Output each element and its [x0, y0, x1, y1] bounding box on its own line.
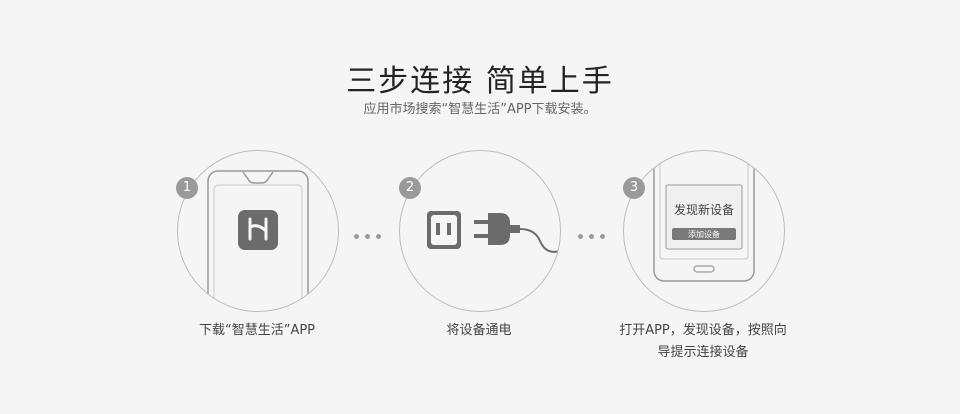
socket-plug-icon: [427, 211, 560, 253]
phone-discover-icon: [653, 151, 755, 282]
step-3-number: 3: [623, 177, 645, 199]
step-2-number: 2: [399, 177, 421, 199]
step-1-caption: 下载“智慧生活”APP: [198, 323, 316, 338]
step-1-number: 1: [176, 177, 198, 199]
step-1-circle: [177, 150, 339, 312]
add-device-button[interactable]: 添加设备: [688, 230, 720, 239]
step-connector-dots: [354, 224, 387, 243]
page-subtitle: 应用市场搜索“智慧生活”APP下载安装。: [363, 102, 597, 117]
step-3-caption-line2: 导提示连接设备: [657, 345, 749, 360]
step-3-caption: 打开APP，发现设备，按照向 导提示连接设备: [573, 320, 833, 364]
step-3-circle: 发现新设备 添加设备: [623, 150, 785, 312]
step-connector-dots: [578, 224, 611, 243]
phone-app-icon: [207, 170, 309, 311]
page-title: 三步连接 简单上手: [346, 64, 614, 99]
step-2-caption: 将设备通电: [446, 323, 512, 338]
step-2-circle: [399, 150, 561, 312]
step-3-caption-line1: 打开APP，发现设备，按照向: [619, 323, 787, 338]
screen-title: 发现新设备: [673, 203, 734, 217]
